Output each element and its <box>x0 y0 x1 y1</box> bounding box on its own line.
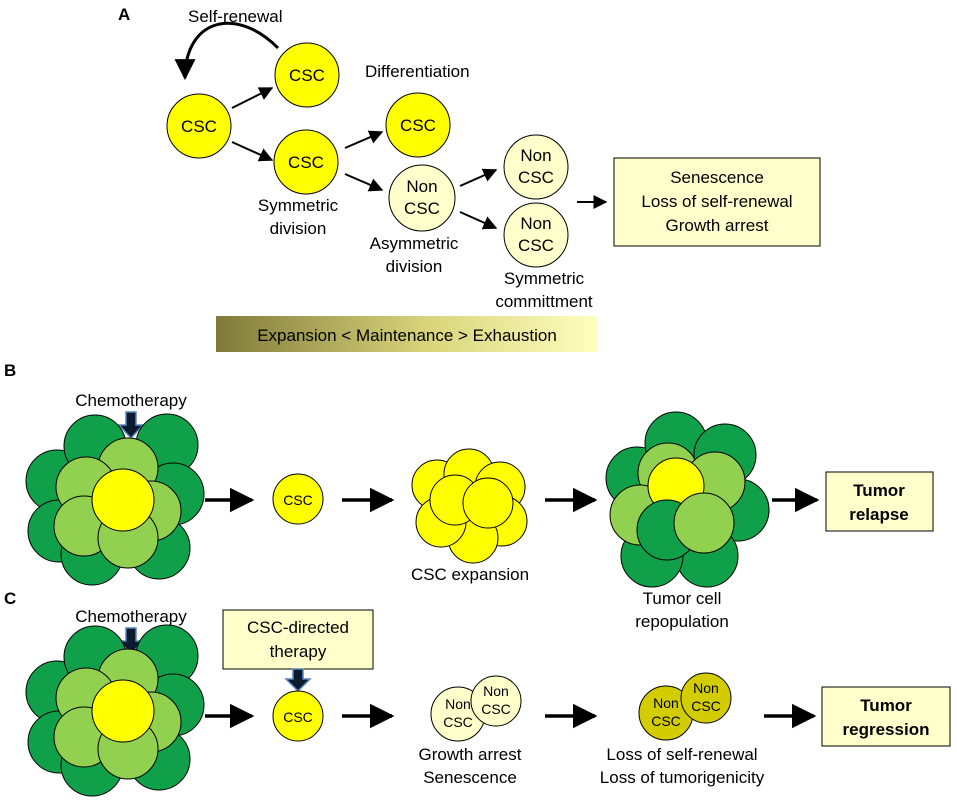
repopulated-tumor <box>605 411 770 588</box>
noncsc-cell-upper: Non CSC <box>503 134 569 200</box>
panel-label-a: A <box>118 5 130 24</box>
panel-b: B Chemotherapy CSC <box>4 361 934 631</box>
csc-directed-therapy-box: CSC-directed therapy <box>222 609 374 670</box>
non-label: Non <box>406 177 437 196</box>
csc-circle <box>273 129 339 195</box>
csc-cell-top: CSC <box>274 42 340 108</box>
outcome-line2: Loss of self-renewal <box>641 192 792 211</box>
loss-line2: Loss of tumorigenicity <box>600 768 765 787</box>
csc-circle <box>274 42 340 108</box>
chemotherapy-label: Chemotherapy <box>75 391 187 410</box>
noncsc-circle <box>503 134 569 200</box>
panel-label-c: C <box>4 589 16 608</box>
gradient-bar-label: Expansion < Maintenance > Exhaustion <box>257 326 557 345</box>
symmetric-commitment-line2: committment <box>495 292 593 311</box>
tumor-cluster <box>25 413 205 586</box>
self-renewal-arrow <box>174 21 280 81</box>
csc-cell-differentiation: CSC <box>385 92 451 158</box>
self-renewal-label: Self-renewal <box>188 7 283 26</box>
directed-therapy-line1: CSC-directed <box>247 618 349 637</box>
gradient-bar-bg <box>216 316 598 352</box>
csc-label: CSC <box>181 117 217 136</box>
csc-label: CSC <box>518 236 554 255</box>
relapse-line2: relapse <box>849 505 909 524</box>
non-label: Non <box>445 696 471 712</box>
arrow <box>344 173 384 192</box>
outcome-line1: Senescence <box>670 168 764 187</box>
arrow <box>231 141 274 162</box>
tumor-relapse-box: Tumor relapse <box>825 471 934 532</box>
symmetric-division-line2: division <box>270 219 327 238</box>
dormant-noncsc-pair: Non CSC Non CSC <box>638 672 732 741</box>
csc-label: CSC <box>289 66 325 85</box>
symmetric-commitment-line1: Symmetric <box>504 269 585 288</box>
tumor-cluster <box>25 624 205 797</box>
growth-arrest-line2: Senescence <box>423 768 517 787</box>
csc-expansion-cluster <box>411 448 528 564</box>
chemotherapy-label: Chemotherapy <box>75 607 187 626</box>
csc-cell-origin: CSC <box>166 93 232 159</box>
asymmetric-division-line2: division <box>386 257 443 276</box>
csc-label: CSC <box>481 701 511 717</box>
arrow <box>459 168 498 187</box>
csc-label: CSC <box>443 714 473 730</box>
non-label: Non <box>483 683 509 699</box>
noncsc-cell-asymmetric: Non CSC <box>388 164 456 232</box>
csc-single: CSC <box>272 690 324 742</box>
directed-therapy-line2: therapy <box>270 642 327 661</box>
csc-core <box>91 468 155 532</box>
repopulation-line1: Tumor cell <box>643 589 722 608</box>
non-label: Non <box>693 680 719 696</box>
relapse-line1: Tumor <box>853 481 905 500</box>
csc-label: CSC <box>404 199 440 218</box>
growth-arrest-line1: Growth arrest <box>419 745 522 764</box>
regression-line2: regression <box>843 720 930 739</box>
senescent-noncsc-pair: Non CSC Non CSC <box>430 675 522 742</box>
tumor-regression-box: Tumor regression <box>821 686 951 747</box>
repopulation-line2: repopulation <box>635 612 729 631</box>
csc-expansion-label: CSC expansion <box>411 565 529 584</box>
csc-label: CSC <box>651 713 681 729</box>
csc-label: CSC <box>400 116 436 135</box>
csc-label: CSC <box>288 153 324 172</box>
panel-a: A Self-renewal CSC Differentiation CSC C… <box>118 5 821 352</box>
csc-core <box>91 679 155 743</box>
outcome-box-bg <box>613 157 821 247</box>
arrow <box>459 211 498 230</box>
arrow <box>231 87 274 109</box>
panel-c: C Chemotherapy CSC-directed therapy <box>4 589 951 797</box>
csc-circle <box>166 93 232 159</box>
loss-line1: Loss of self-renewal <box>606 745 757 764</box>
chemotherapy-arrow-icon <box>117 411 145 440</box>
noncsc-circle <box>388 164 456 232</box>
noncsc-cell-lower: Non CSC <box>503 202 569 268</box>
therapy-arrow-icon <box>284 668 312 693</box>
non-label: Non <box>520 146 551 165</box>
csc-label: CSC <box>691 698 721 714</box>
asymmetric-division-line1: Asymmetric <box>370 234 459 253</box>
csc-circle <box>385 92 451 158</box>
csc-label: CSC <box>518 168 554 187</box>
differentiation-label: Differentiation <box>365 62 470 81</box>
panel-label-b: B <box>4 361 16 380</box>
csc-cell-symmetric: CSC <box>273 129 339 195</box>
csc-single: CSC <box>272 473 324 525</box>
noncsc-circle <box>503 202 569 268</box>
outcome-box: Senescence Loss of self-renewal Growth a… <box>613 157 821 247</box>
non-label: Non <box>653 695 679 711</box>
symmetric-division-line1: Symmetric <box>258 196 339 215</box>
csc-label: CSC <box>283 492 313 508</box>
arrow <box>344 130 384 149</box>
outcome-line3: Growth arrest <box>666 216 769 235</box>
gradient-bar: Expansion < Maintenance > Exhaustion <box>216 316 598 352</box>
non-label: Non <box>520 214 551 233</box>
regression-line1: Tumor <box>860 696 912 715</box>
csc-label: CSC <box>283 709 313 725</box>
